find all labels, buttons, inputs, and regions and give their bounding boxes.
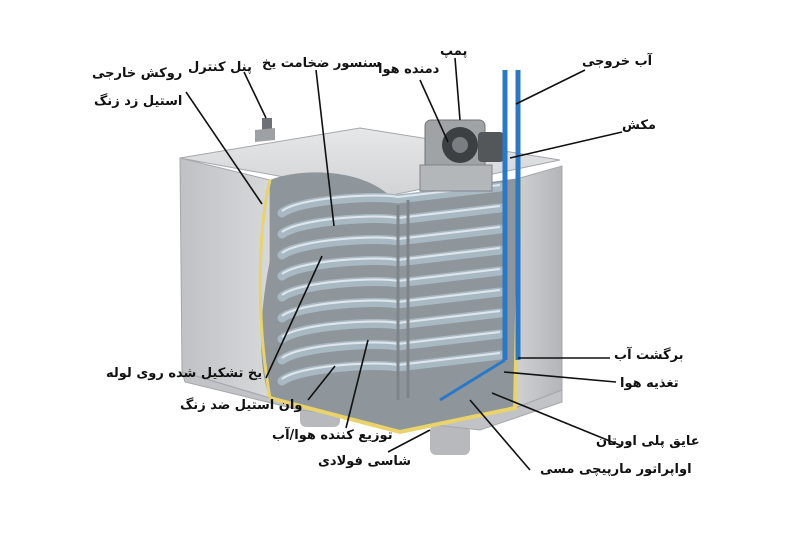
label-stainless-tank: وان استیل ضد زنگ — [180, 398, 303, 413]
cabinet-right-face — [514, 165, 563, 409]
label-steel-chassis: شاسی فولادی — [318, 454, 412, 469]
air-water-distributor — [396, 200, 410, 400]
label-control-panel: پنل کنترل — [188, 60, 252, 75]
cabinet-left-face — [179, 157, 271, 399]
coil-tube — [277, 203, 505, 239]
pump-motor-icon — [419, 119, 504, 192]
coil-tube — [277, 329, 505, 365]
label-ice-thickness-sensor: سنسور ضخامت یخ — [262, 56, 381, 71]
coil-tube — [277, 266, 505, 302]
coil-tube — [277, 224, 505, 260]
label-water-outlet: آب خروجی — [582, 54, 653, 69]
label-pump: پمپ — [440, 44, 468, 59]
coil-tube-highlight — [281, 226, 501, 254]
label-stainless-steel: استیل زد زنگ — [94, 94, 183, 109]
coil-tube-highlight — [281, 247, 501, 275]
coil-tube-highlight — [281, 352, 501, 380]
label-air-blower: دمنده هوا — [378, 62, 440, 77]
label-air-supply: تغذیه هوا — [620, 376, 679, 391]
coil-tube — [277, 245, 505, 281]
control-panel — [255, 118, 275, 142]
coil-tube-highlight — [281, 205, 501, 233]
water-pipe — [439, 70, 521, 402]
label-copper-coil-evaporator: اواپراتور مارپیچی مسی — [540, 462, 692, 477]
label-suction: مکش — [622, 118, 656, 133]
label-water-return: برگشت آب — [614, 348, 684, 363]
coil-tube-highlight — [281, 310, 501, 338]
label-ice-on-pipe: یخ تشکیل شده روی لوله — [106, 366, 263, 381]
coil-tube-highlight — [281, 184, 501, 212]
coil-tube-highlight — [281, 331, 501, 359]
coil-tube — [277, 308, 505, 344]
copper-coil-evaporator — [277, 182, 505, 386]
leader-lines — [185, 57, 623, 471]
label-polyurethane-insulation: عایق پلی اورتان — [596, 434, 700, 449]
coil-tube — [277, 287, 505, 323]
label-outer-cover: روکش خارجی — [92, 66, 183, 81]
label-air-water-distributor: توزیع کننده هوا/آب — [272, 428, 393, 443]
coil-tube-highlight — [281, 289, 501, 317]
coil-tube — [277, 350, 505, 386]
insulation-edge-left — [258, 179, 272, 399]
coil-tube-highlight — [281, 268, 501, 296]
coil-tube — [277, 182, 505, 218]
